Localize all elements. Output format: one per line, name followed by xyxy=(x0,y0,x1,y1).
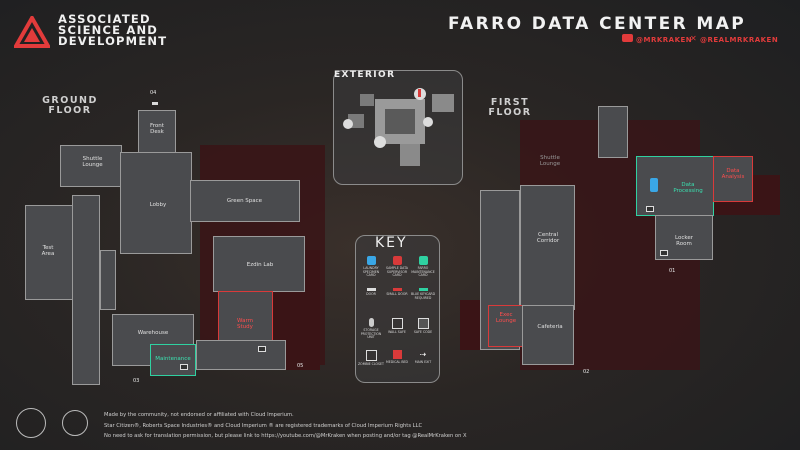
key-item-maintenance-card: FARRO MAINTENANCE CARD xyxy=(410,256,436,278)
elevator-icon xyxy=(646,206,654,212)
room-label: Green Space xyxy=(226,198,263,204)
key-item-wall-safe: WALL SAFE xyxy=(384,318,410,335)
green-door-icon xyxy=(418,288,428,291)
room-label: Cafeteria xyxy=(537,324,563,330)
key-item-small-door: SMALL DOOR xyxy=(384,288,410,297)
safe-icon xyxy=(391,318,403,329)
room-label: Ezdin Lab xyxy=(246,262,274,268)
page-title: FARRO DATA CENTER MAP xyxy=(448,14,747,34)
red-door-icon xyxy=(392,288,402,291)
room-label: Central Corridor xyxy=(536,232,560,244)
asd-logo-icon xyxy=(14,16,50,48)
room-central-corridor[interactable] xyxy=(520,185,575,310)
keycard-icon xyxy=(418,256,428,265)
room-label: Locker Room xyxy=(675,235,693,247)
elevator-icon xyxy=(660,250,668,256)
marker-03: 03 xyxy=(133,378,140,384)
room-label: Shuttle Lounge xyxy=(539,155,561,167)
room-front-desk[interactable] xyxy=(138,110,176,158)
x-icon: ✕ xyxy=(690,34,697,43)
data-analysis-restricted xyxy=(713,156,753,202)
room-label: Data Analysis xyxy=(721,168,745,180)
youtube-icon xyxy=(622,34,633,42)
room-corridor-west[interactable] xyxy=(72,195,100,385)
footer-disclaimer: Made by the community, not endorsed or a… xyxy=(104,412,294,418)
room-label: Maintenance xyxy=(155,356,191,362)
exit-icon: ⇢ xyxy=(419,350,427,359)
exterior-label: EXTERIOR xyxy=(334,70,396,80)
key-title: KEY xyxy=(375,235,408,251)
room-cafeteria[interactable] xyxy=(522,305,574,365)
community-badge xyxy=(16,408,46,438)
youtube-handle[interactable]: @MRKRAKEN xyxy=(636,36,693,44)
key-item-keycard-required: BLUE KEYCARD REQUIRED xyxy=(410,288,436,300)
marker-04: 04 xyxy=(150,90,157,96)
org-name: ASSOCIATED SCIENCE AND DEVELOPMENT xyxy=(58,12,168,48)
room-label: Shuttle Lounge xyxy=(82,156,103,168)
key-item-zombie-closet: ZOMBIE CLOSET xyxy=(358,350,384,367)
key-item-main-exit: ⇢MAIN EXIT xyxy=(414,350,432,364)
exterior-map xyxy=(343,88,454,166)
first-floor-label: FIRST FLOOR xyxy=(488,97,532,118)
key-item-safe-code: SAFE CODE xyxy=(410,318,436,335)
marker-02: 02 xyxy=(583,369,590,375)
room-label: Lobby xyxy=(149,202,167,208)
keycard-icon xyxy=(392,256,402,265)
room-label: Warehouse xyxy=(137,330,169,336)
footer-trademark: Star Citizen®, Roberts Space Industries®… xyxy=(104,423,423,429)
room-shuttle-lounge[interactable] xyxy=(60,145,122,187)
room-label: Exec Lounge xyxy=(495,312,517,324)
person-icon xyxy=(368,318,374,327)
elevator-icon xyxy=(180,364,188,370)
room-label: Front Desk xyxy=(150,123,164,135)
room-south-hall[interactable] xyxy=(196,340,286,370)
key-item-door: DOOR xyxy=(358,288,384,297)
keycard-icon xyxy=(366,256,376,265)
kraken-logo-icon xyxy=(62,410,88,436)
room-label: Warm Study xyxy=(237,318,253,330)
ground-floor-label: GROUND FLOOR xyxy=(42,95,98,116)
maintenance-zone xyxy=(150,344,196,376)
room-label: Test Area xyxy=(41,245,55,257)
marker-05: 05 xyxy=(297,363,304,369)
footer-permission: No need to ask for translation permissio… xyxy=(104,433,467,439)
key-item-medical-bed: MEDICAL BED xyxy=(384,350,410,365)
key-item-storage-unit: STORAGE PROTECTION UNIT xyxy=(358,318,384,340)
key-item-sample-card: SAMPLE DATA SUPERVISOR CARD xyxy=(384,256,410,278)
room-label: Data Processing xyxy=(673,182,703,194)
room-green-space[interactable] xyxy=(190,180,300,222)
room-north-stair[interactable] xyxy=(598,106,628,158)
closet-icon xyxy=(365,350,377,361)
key-item-laundry-card: LAUNDRY SPECIMEN CARD xyxy=(358,256,384,278)
room-corridor[interactable] xyxy=(100,250,116,310)
elevator-icon xyxy=(258,346,266,352)
keycard-icon xyxy=(650,178,658,192)
door-icon xyxy=(152,102,158,105)
medical-icon xyxy=(392,350,402,359)
terminal-icon xyxy=(417,318,429,329)
marker-01: 01 xyxy=(669,268,676,274)
door-icon xyxy=(366,288,376,291)
x-handle[interactable]: @REALMRKRAKEN xyxy=(700,36,779,44)
